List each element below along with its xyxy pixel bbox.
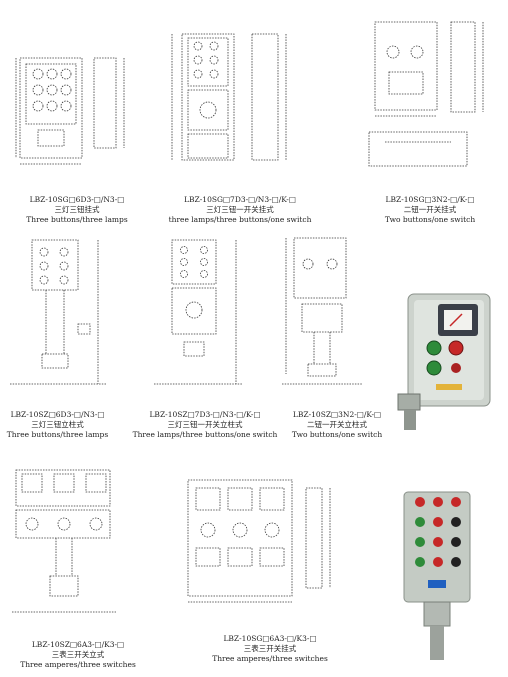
name-chinese: 三灯三钮立柱式 [31, 420, 84, 429]
name-english: Three buttons/three lamps [6, 430, 109, 439]
caption-lbz-10sz-6d3: LBZ-10SZ□6D3-□/N3-□ 三灯三钮立柱式 Three button… [0, 410, 115, 440]
lamp-button-grid [32, 68, 72, 112]
caption-lbz-10sz-7d3: LBZ-10SZ□7D3-□/N3-□/K-□ 三灯三钮一开关立柱式 Three… [130, 410, 280, 440]
name-english: Three buttons/three lamps [26, 215, 128, 224]
drawing-lbz-10sg-7d3 [171, 33, 287, 161]
drawing-lbz-10sz-3n2 [282, 237, 362, 385]
caption-lbz-10sg-6d3: LBZ-10SG□6D3-□/N3-□ 三灯三钮挂式 Three buttons… [12, 195, 142, 225]
model-code: LBZ-10SG□6D3-□/N3-□ [29, 195, 125, 204]
caption-lbz-10sg-3n2: LBZ-10SG□3N2-□/K-□ 二钮一开关挂式 Two buttons/o… [360, 195, 500, 225]
name-chinese: 三表三开关挂式 [243, 644, 297, 653]
name-chinese: 三灯三钮挂式 [54, 205, 100, 214]
name-english: Three amperes/three switches [212, 654, 328, 663]
name-english: Two buttons/one switch [291, 430, 383, 439]
name-chinese: 三表三开关立式 [51, 650, 105, 659]
name-chinese: 三灯三钮一开关立柱式 [167, 420, 243, 429]
name-chinese: 二钮一开关挂式 [403, 205, 457, 214]
name-english: three lamps/three buttons/one switch [168, 215, 312, 224]
photo-control-box-lamps [403, 491, 471, 660]
model-code: LBZ-10SZ□6D3-□/N3-□ [10, 410, 105, 419]
caption-lbz-10sg-7d3: LBZ-10SG□7D3-□/N3-□/K-□ 三灯三钮一开关挂式 three … [165, 195, 315, 225]
name-english: Two buttons/one switch [384, 215, 476, 224]
model-code: LBZ-10SG□6A3-□/K3-□ [223, 634, 317, 643]
name-chinese: 三灯三钮一开关挂式 [206, 205, 274, 214]
name-chinese: 二钮一开关立柱式 [307, 420, 367, 429]
model-code: LBZ-10SZ□3N2-□/K-□ [292, 410, 382, 419]
drawing-lbz-10sg-6d3 [15, 57, 125, 165]
photo-control-box-meter [397, 293, 491, 430]
drawing-lbz-10sz-6d3 [10, 239, 106, 385]
drawing-lbz-10sg-6a3 [187, 479, 331, 603]
model-code: LBZ-10SZ□6A3-□/K3-□ [31, 640, 125, 649]
caption-lbz-10sz-3n2: LBZ-10SZ□3N2-□/K-□ 二钮一开关立柱式 Two buttons/… [282, 410, 392, 440]
model-code: LBZ-10SG□3N2-□/K-□ [385, 195, 475, 204]
model-code: LBZ-10SZ□7D3-□/N3-□/K-□ [149, 410, 261, 419]
name-english: Three amperes/three switches [20, 660, 136, 669]
drawing-lbz-10sz-6a3 [12, 469, 116, 613]
model-code: LBZ-10SG□7D3-□/N3-□/K-□ [184, 195, 296, 204]
caption-lbz-10sg-6a3: LBZ-10SG□6A3-□/K3-□ 三表三开关挂式 Three ampere… [200, 634, 340, 664]
drawing-lbz-10sz-7d3 [154, 239, 242, 385]
caption-lbz-10sz-6a3: LBZ-10SZ□6A3-□/K3-□ 三表三开关立式 Three ampere… [8, 640, 148, 670]
name-english: Three lamps/three buttons/one switch [132, 430, 278, 439]
drawing-lbz-10sg-3n2 [368, 21, 484, 167]
